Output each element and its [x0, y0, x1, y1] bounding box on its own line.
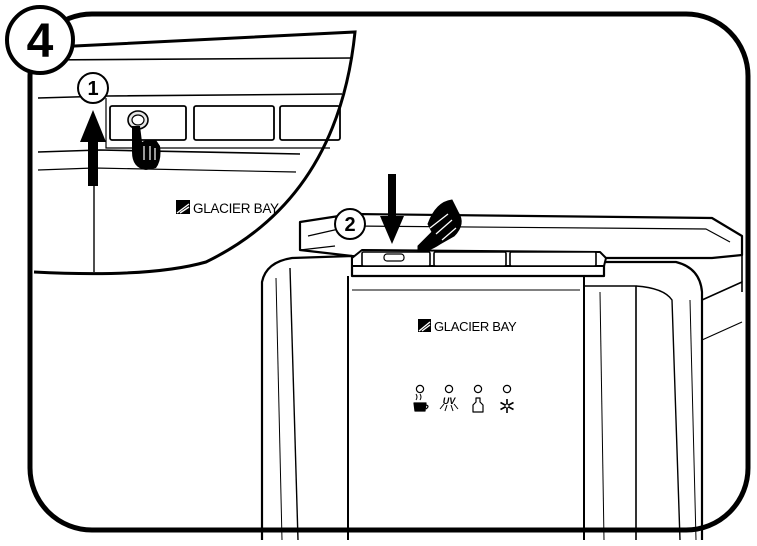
brand-name: GLACIER BAY: [434, 319, 517, 334]
callout-2-number: 2: [344, 214, 355, 236]
callout-1-number: 1: [87, 78, 98, 100]
dispenser-lid: [298, 212, 744, 260]
pointing-hand-icon: [417, 199, 462, 253]
inset-pointing-hand-icon: [132, 126, 161, 170]
inset-button-right[interactable]: [279, 105, 341, 141]
lid-button-middle[interactable]: [433, 251, 507, 267]
snowflake-icon: [500, 399, 514, 413]
callout-2: [334, 208, 366, 240]
diagram-frame: [27, 11, 751, 533]
uv-label: UV: [443, 396, 456, 406]
indicator-bottle-light: [473, 384, 483, 394]
zoom-inset: [33, 30, 357, 276]
inset-brand-name: GLACIER BAY: [193, 201, 279, 216]
dispenser-body: [260, 254, 704, 540]
lid-button-right[interactable]: [509, 251, 597, 267]
uv-icon: [439, 403, 459, 412]
indicator-panel: [413, 384, 514, 413]
front-panel: [347, 276, 585, 540]
press-arrow-icon: [380, 174, 404, 244]
button-strip: [351, 249, 607, 267]
indicator-cold-light: [502, 384, 512, 394]
cup-icon: [413, 393, 429, 412]
inset-brand-logo: [176, 200, 190, 214]
callout-1: [77, 72, 109, 104]
brand-logo: [418, 319, 431, 332]
indicator-uv-light: [444, 384, 454, 394]
bottle-icon: [472, 397, 484, 413]
water-dispenser: [260, 212, 744, 541]
indicator-hot-light: [415, 384, 425, 394]
step-badge: [5, 5, 75, 75]
step-number: 4: [27, 15, 54, 68]
inset-button-middle[interactable]: [193, 105, 275, 141]
lift-arrow-icon: [80, 110, 106, 186]
